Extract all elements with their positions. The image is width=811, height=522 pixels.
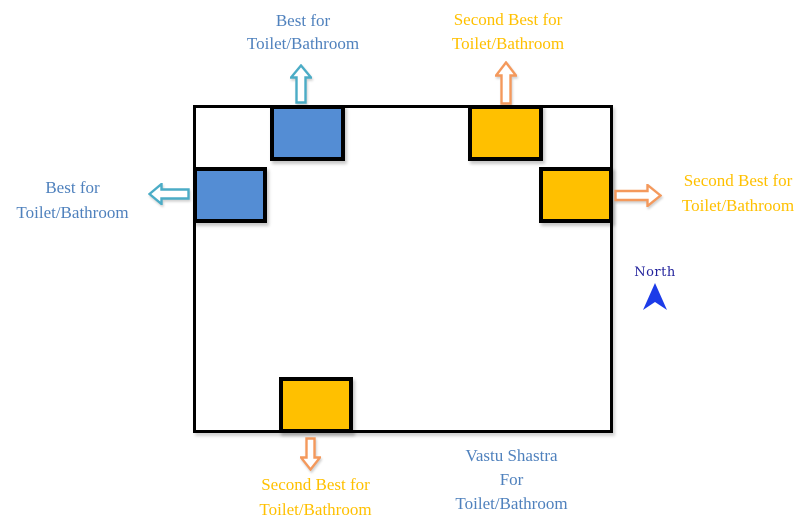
north-arrow-icon [643, 283, 667, 310]
zone-east-second-best [539, 167, 613, 223]
diagram-caption: Vastu Shastra For Toilet/Bathroom [424, 444, 599, 516]
caption-line: For [499, 470, 524, 489]
label-line: Toilet/Bathroom [16, 203, 129, 222]
left-arrow-best-icon [148, 183, 190, 205]
north-label: North [634, 265, 676, 280]
label-north-best: Best for Toilet/Bathroom [213, 9, 393, 55]
label-west-best: Best for Toilet/Bathroom [2, 175, 143, 225]
label-east-second-best: Second Best for Toilet/Bathroom [665, 168, 811, 218]
label-line: Toilet/Bathroom [259, 500, 372, 519]
label-north-second-best: Second Best for Toilet/Bathroom [418, 8, 598, 56]
caption-line: Vastu Shastra [465, 446, 558, 465]
label-line: Toilet/Bathroom [246, 34, 360, 53]
label-line: Toilet/Bathroom [451, 34, 565, 53]
label-line: Toilet/Bathroom [681, 196, 795, 215]
label-line: Second Best for [683, 171, 793, 190]
zone-north-best [270, 105, 345, 161]
zone-north-second-best [468, 105, 543, 161]
up-arrow-best-icon [290, 64, 312, 104]
label-line: Best for [275, 11, 331, 30]
caption-line: Toilet/Bathroom [455, 494, 568, 513]
right-arrow-second-best-icon [614, 184, 662, 207]
label-line: Second Best for [453, 10, 563, 29]
label-line: Best for [45, 178, 100, 197]
up-arrow-second-best-icon [495, 61, 517, 105]
label-south-second-best: Second Best for Toilet/Bathroom [228, 472, 403, 522]
compass: North [632, 265, 678, 311]
zone-south-second-best [279, 377, 353, 433]
house-plan-outline [193, 105, 613, 433]
label-line: Second Best for [261, 475, 370, 494]
zone-west-best [193, 167, 267, 223]
down-arrow-second-best-icon [300, 437, 321, 471]
